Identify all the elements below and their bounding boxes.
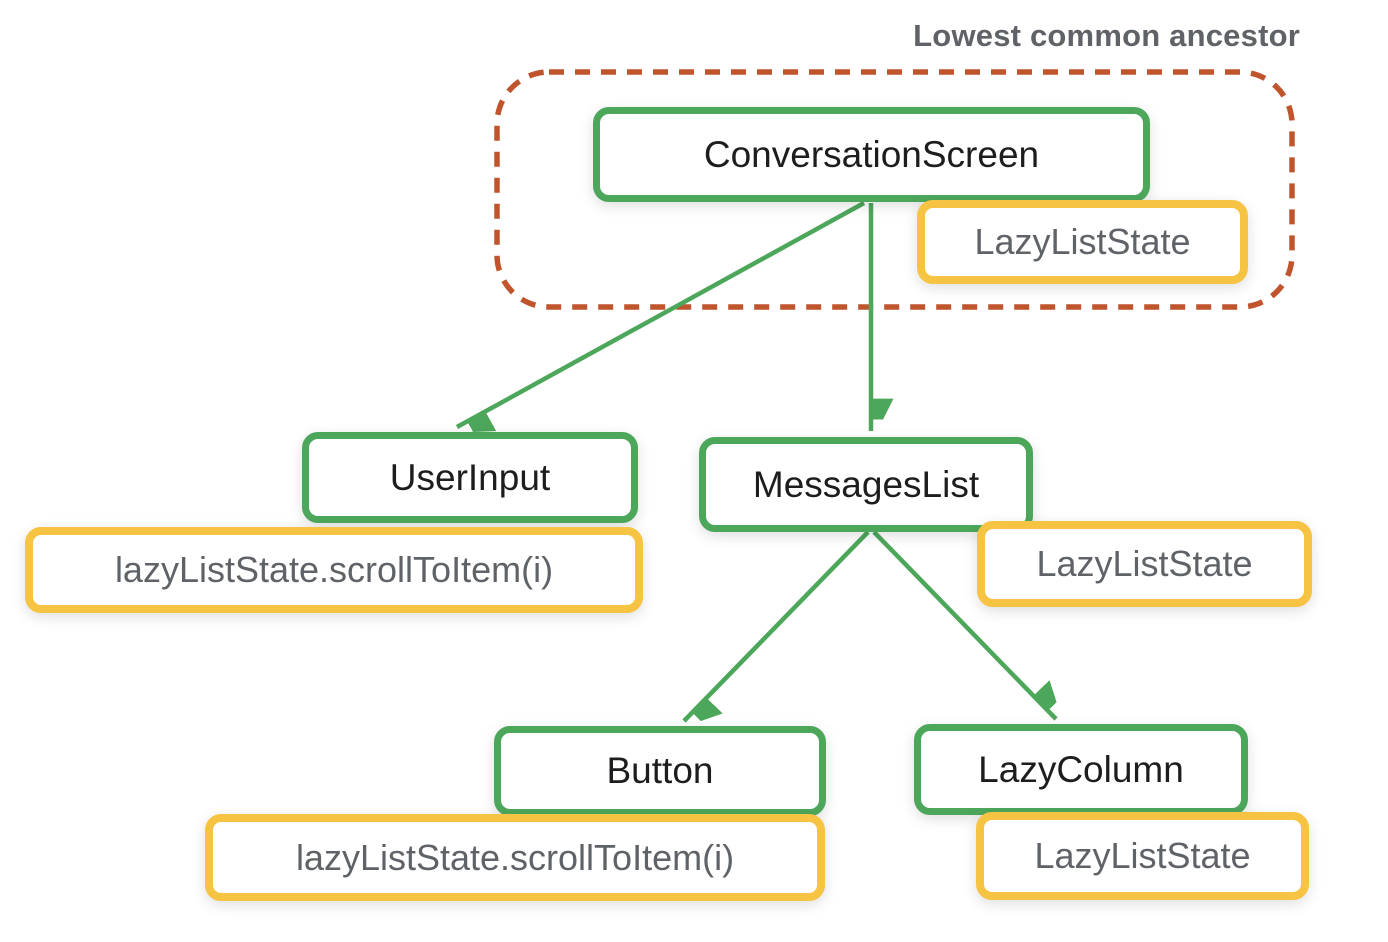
node-scrolltoitem-left-label: lazyListState.scrollToItem(i)	[114, 549, 554, 590]
node-lazyliststate-bottom-label: LazyListState	[1034, 835, 1251, 876]
node-userinput: UserInput	[302, 432, 638, 523]
lowest-common-ancestor-label: Lowest common ancestor	[913, 18, 1300, 53]
node-button: Button	[494, 726, 826, 816]
node-scrolltoitem-bottom-label: lazyListState.scrollToItem(i)	[295, 836, 735, 878]
node-scrolltoitem-bottom: lazyListState.scrollToItem(i)	[205, 814, 825, 901]
node-userinput-label: UserInput	[389, 456, 551, 498]
node-messageslist-label: MessagesList	[752, 463, 980, 505]
edge-conversationscreen-userinput	[455, 201, 866, 427]
node-scrolltoitem-left: lazyListState.scrollToItem(i)	[25, 527, 643, 613]
node-conversationscreen: ConversationScreen	[593, 107, 1150, 202]
node-button-label: Button	[606, 750, 714, 791]
node-lazyliststate-top-label: LazyListState	[974, 221, 1191, 262]
node-lazyliststate-middle: LazyListState	[977, 521, 1312, 607]
node-lazyliststate-middle-label: LazyListState	[1036, 543, 1253, 584]
node-messageslist: MessagesList	[699, 437, 1033, 532]
node-conversationscreen-label: ConversationScreen	[703, 133, 1040, 175]
edge-messageslist-button	[682, 530, 870, 721]
node-lazycolumn-label: LazyColumn	[978, 748, 1184, 790]
node-lazyliststate-bottom: LazyListState	[976, 812, 1309, 900]
node-lazycolumn: LazyColumn	[914, 724, 1248, 815]
node-lazyliststate-top: LazyListState	[917, 200, 1248, 284]
